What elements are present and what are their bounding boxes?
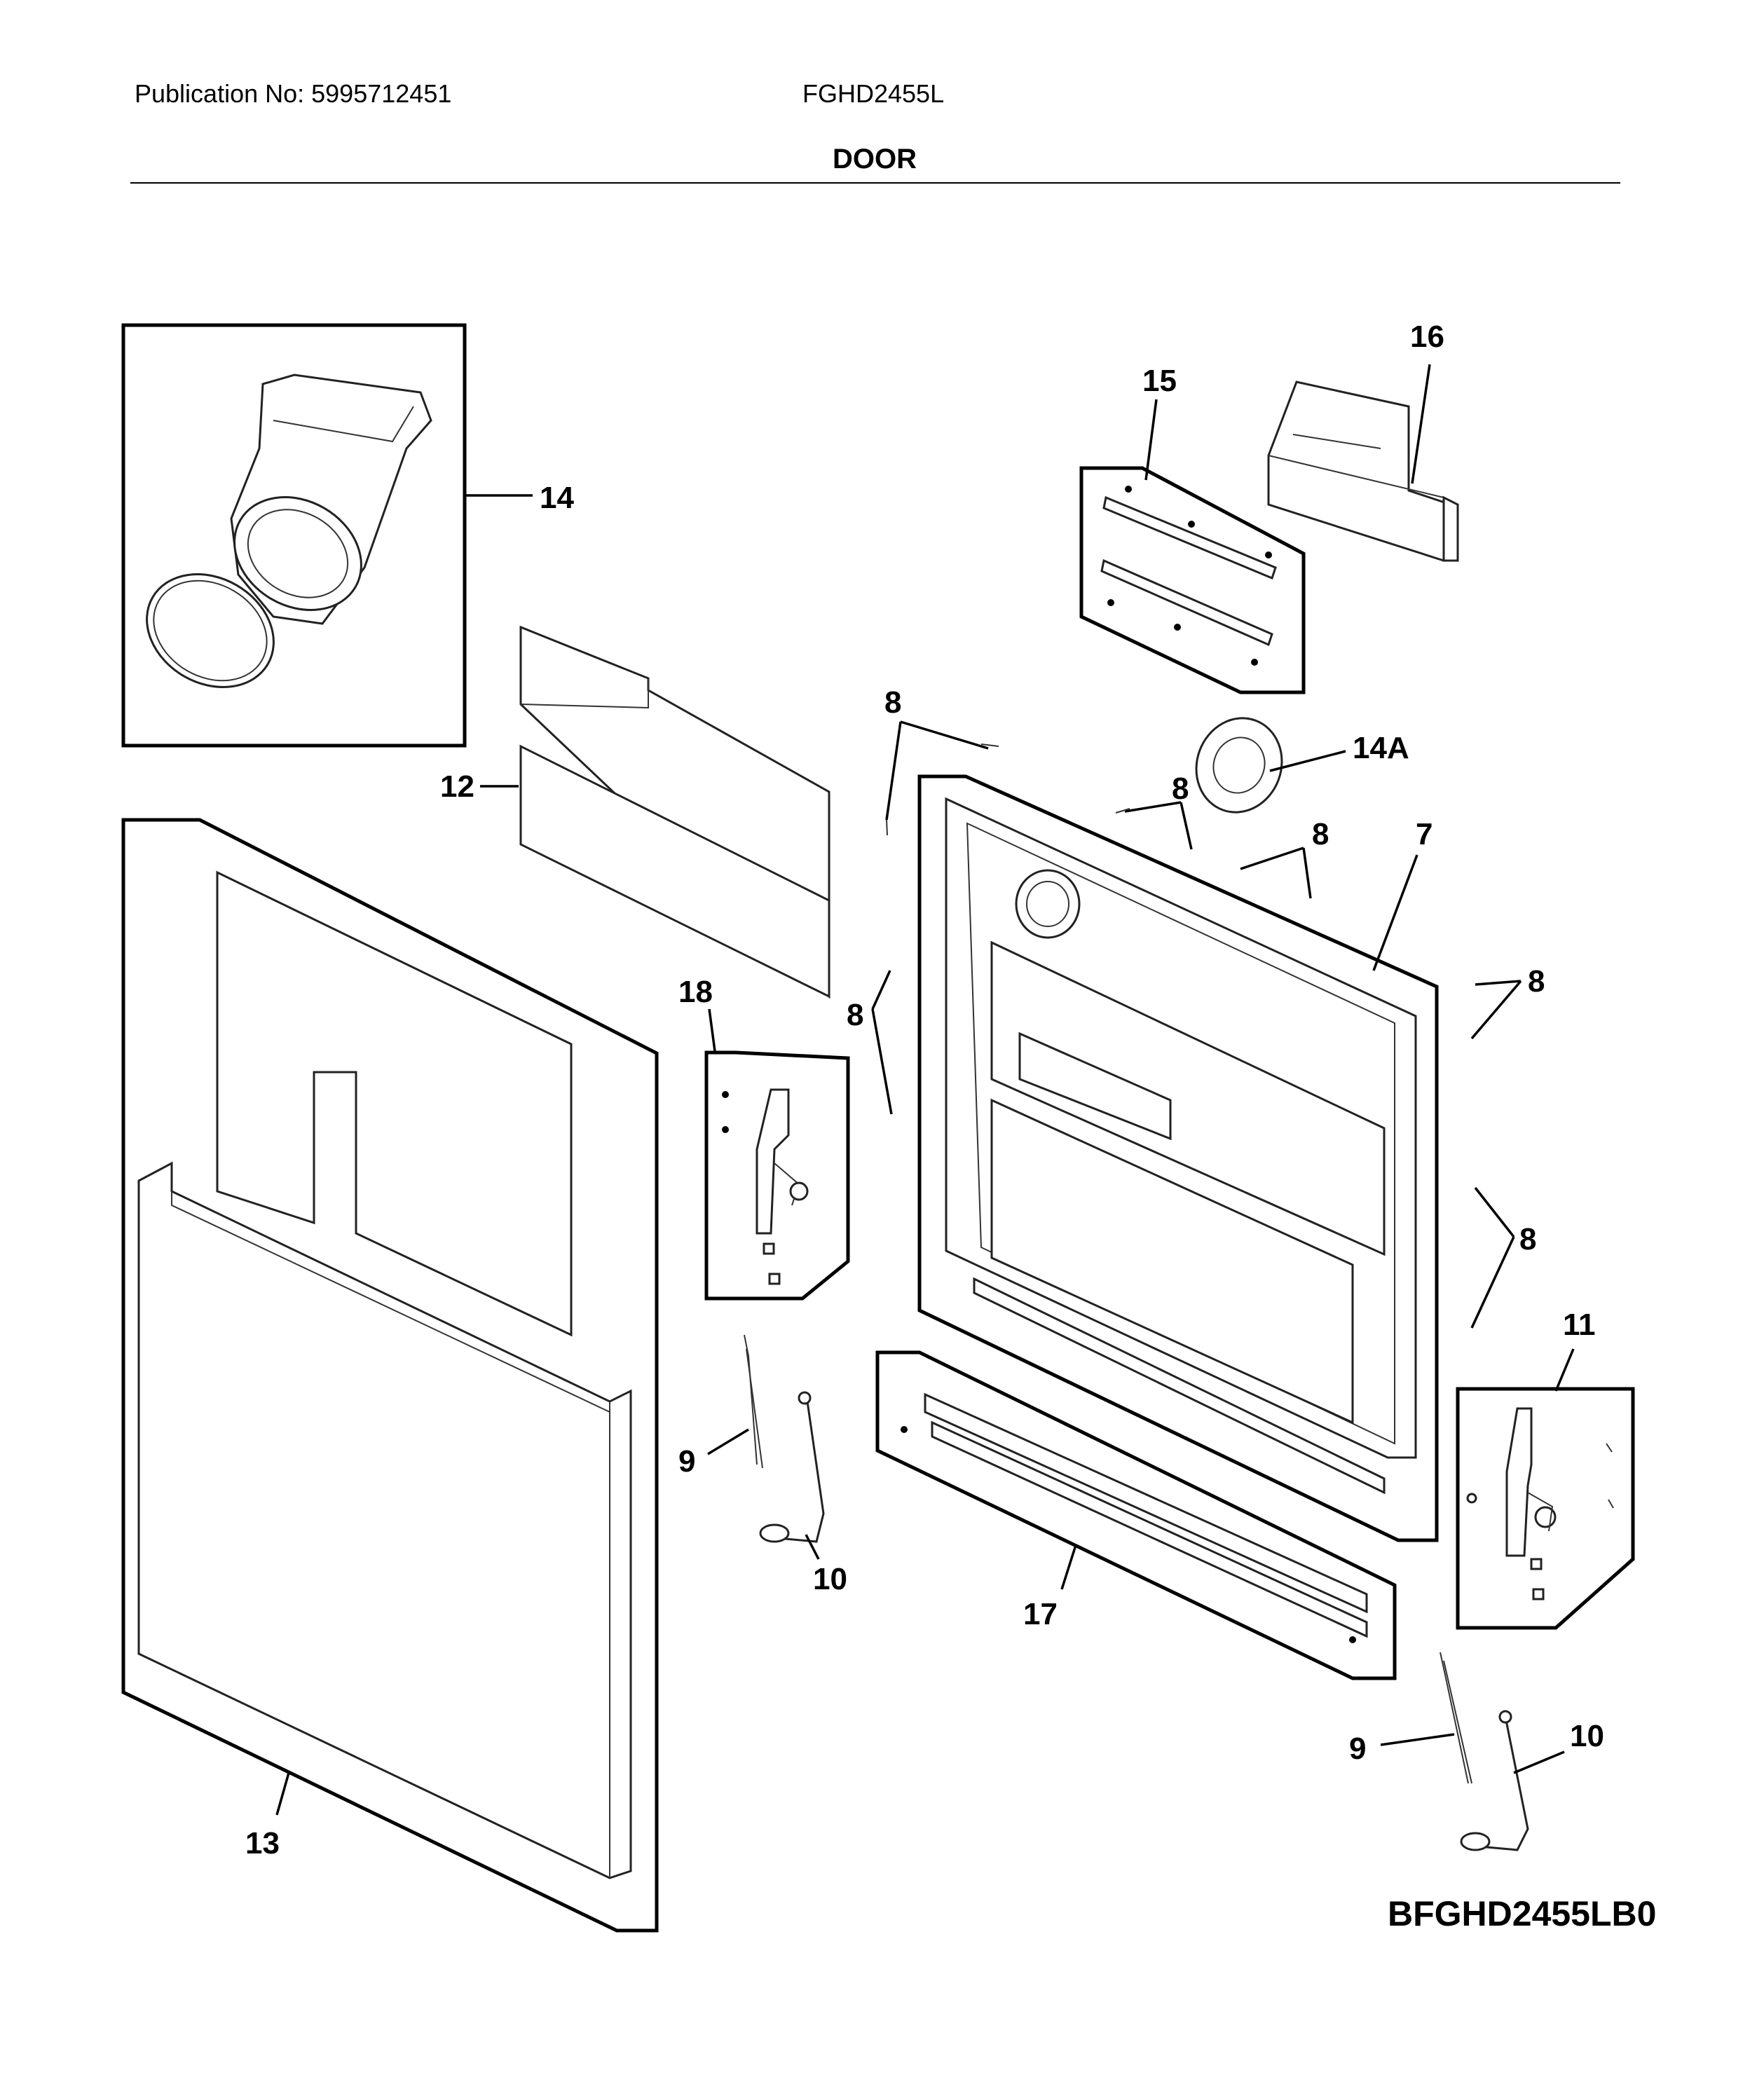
callout-8-right-upper: 8 <box>1528 964 1545 999</box>
publication-number: Publication No: 5995712451 <box>135 79 452 108</box>
callout-10-right: 10 <box>1570 1719 1604 1753</box>
screw-group-8f <box>1470 1186 1515 1329</box>
callout-11: 11 <box>1563 1308 1596 1342</box>
callout-8-right-lower: 8 <box>1519 1222 1536 1256</box>
spring-cable-left <box>707 1334 825 1560</box>
callout-17: 17 <box>1023 1597 1058 1631</box>
callout-15: 15 <box>1142 364 1177 398</box>
callout-10-left: 10 <box>813 1562 847 1596</box>
bracket-kit-box <box>1079 399 1306 694</box>
callout-14: 14 <box>540 481 574 515</box>
header-divider <box>130 182 1620 184</box>
callout-9-left: 9 <box>678 1444 695 1479</box>
dispenser-part <box>1267 364 1459 562</box>
callout-8-left: 8 <box>847 998 863 1032</box>
callout-14A: 14A <box>1353 731 1409 765</box>
model-number: FGHD2455L <box>802 79 945 108</box>
section-title: DOOR <box>833 144 917 174</box>
callout-13: 13 <box>245 1826 280 1860</box>
callout-16: 16 <box>1410 320 1444 354</box>
hinge-kit-right-box <box>1456 1348 1635 1630</box>
kick-panel-box <box>875 1350 1397 1680</box>
screw-group-8e <box>871 970 893 1115</box>
vent-part <box>1195 717 1346 814</box>
screw-group-8d <box>1470 980 1522 1040</box>
vent-assembly-box <box>121 323 533 748</box>
insulation-panel <box>480 625 830 999</box>
callout-8-top: 8 <box>884 685 901 720</box>
hinge-kit-left-box <box>704 1008 850 1301</box>
spring-cable-right <box>1380 1652 1565 1851</box>
screw-group-8b <box>1115 801 1193 850</box>
callout-12: 12 <box>440 769 474 804</box>
inner-door-box <box>917 774 1439 1542</box>
callout-7: 7 <box>1416 817 1433 851</box>
outer-door-panel <box>121 818 659 1933</box>
callout-9-right: 9 <box>1349 1732 1366 1766</box>
screw-group-8c <box>1240 846 1312 899</box>
callout-8-mid: 8 <box>1312 817 1329 851</box>
diagram-code: BFGHD2455LB0 <box>1388 1894 1656 1933</box>
callout-8-vent: 8 <box>1172 772 1189 806</box>
callout-18: 18 <box>678 975 713 1009</box>
screw-group-8a <box>885 720 999 836</box>
